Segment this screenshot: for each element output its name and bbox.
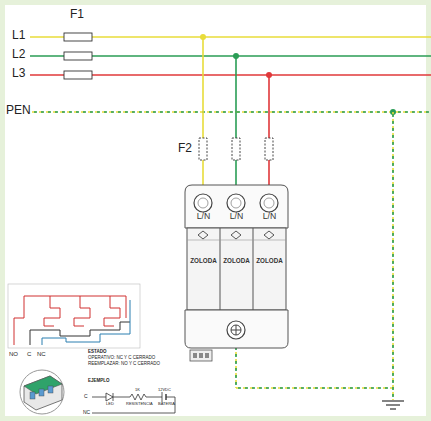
- terminal-label: L/N: [254, 212, 285, 222]
- brand-label: ZOLODA: [188, 258, 219, 265]
- text-label: 12VDC: [158, 388, 171, 392]
- text-label: L1: [12, 29, 25, 42]
- spd-module: L/N ZOLODA: [221, 212, 252, 272]
- text-label: ESTADO: [88, 350, 106, 355]
- text-label: OPERATIVO: NC Y C CERRADO: [88, 356, 155, 361]
- text-label: C: [27, 351, 31, 358]
- terminal-label: L/N: [188, 212, 219, 222]
- text-label: NO: [9, 351, 18, 358]
- terminal-label: L/N: [221, 212, 252, 222]
- text-label: F2: [178, 142, 192, 155]
- text-label: NC: [37, 351, 46, 358]
- text-label: NC: [83, 410, 90, 416]
- spd-module: L/N ZOLODA: [188, 212, 219, 272]
- text-label: REEMPLAZAR: NO Y C CERRADO: [88, 362, 160, 367]
- text-label: L3: [12, 67, 25, 80]
- text-label: RESISTENCIA: [126, 402, 153, 406]
- brand-label: ZOLODA: [254, 258, 285, 265]
- text-label: PEN: [6, 104, 31, 117]
- brand-label: ZOLODA: [221, 258, 252, 265]
- text-label: BATERIA: [158, 402, 175, 406]
- text-label: C: [84, 394, 88, 400]
- spd-module: L/N ZOLODA: [254, 212, 285, 272]
- text-label: L2: [12, 48, 25, 61]
- text-label: LED: [106, 402, 114, 406]
- text-label: EJEMPLO: [88, 379, 110, 384]
- text-label: F1: [70, 8, 84, 21]
- text-label: 1K: [135, 388, 140, 392]
